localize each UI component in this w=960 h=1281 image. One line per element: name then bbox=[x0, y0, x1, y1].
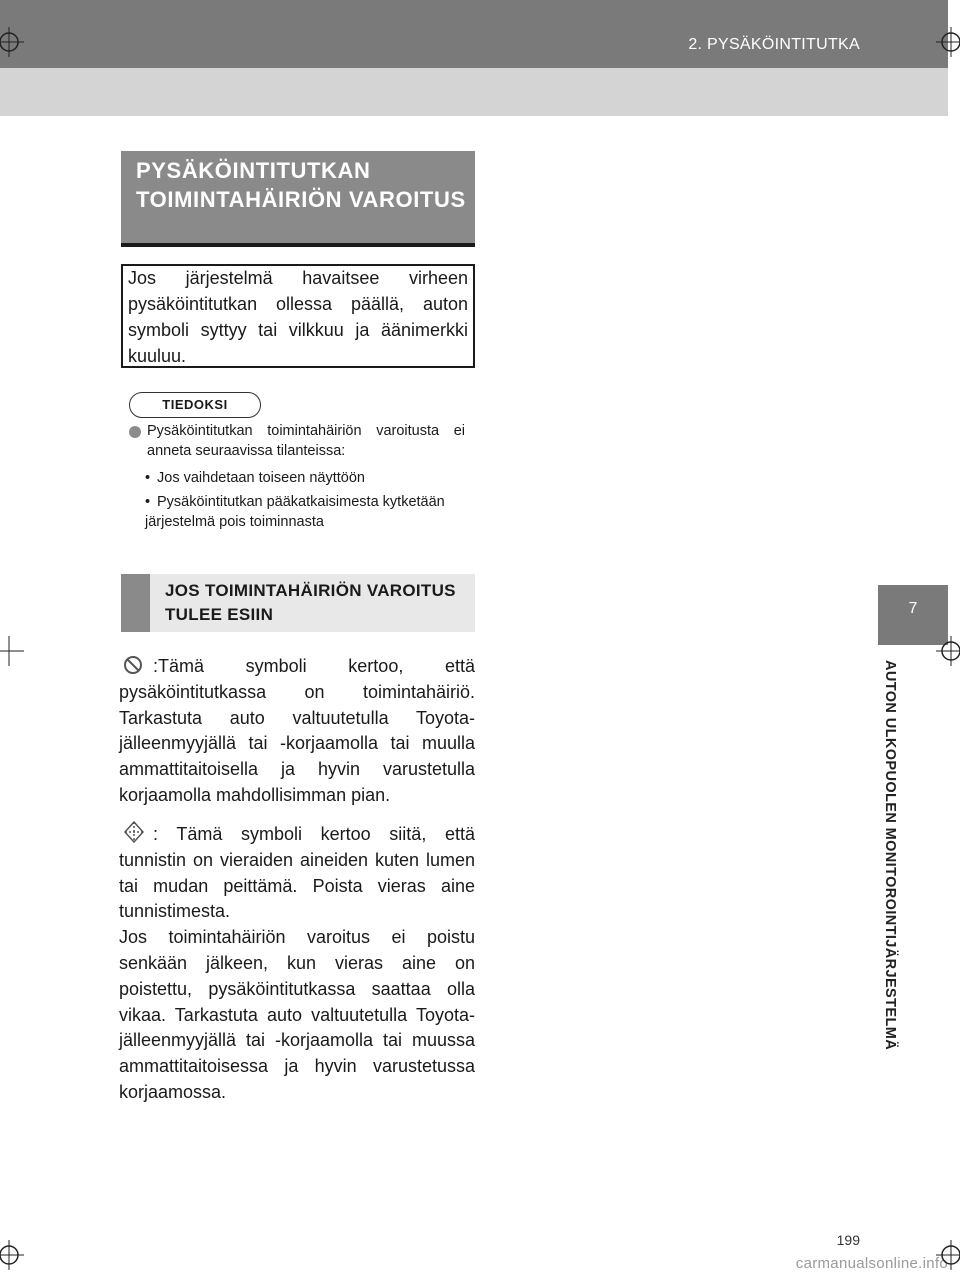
note-list-item-text: Jos vaihdetaan toiseen näyttöön bbox=[157, 470, 365, 486]
crop-mark-icon bbox=[0, 27, 24, 57]
footer-watermark: carmanualsonline.info bbox=[795, 1255, 948, 1272]
sensor-symbol-icon bbox=[119, 820, 149, 844]
note-text: Pysäköintitutkan toimintahäiriön varoitu… bbox=[147, 423, 465, 459]
crop-mark-icon bbox=[0, 1240, 24, 1270]
chapter-label: AUTON ULKOPUOLEN MONITOROINTIJÄRJESTELMÄ bbox=[882, 660, 898, 1051]
subsection-title-bar bbox=[121, 574, 150, 632]
chapter-number: 7 bbox=[908, 600, 918, 617]
chapter-tab bbox=[878, 585, 948, 645]
crop-mark-icon bbox=[936, 27, 960, 57]
section-title-box bbox=[121, 151, 475, 243]
crop-mark-icon bbox=[936, 636, 960, 666]
paragraph-text: : Tämä symboli kertoo siitä, että tunnis… bbox=[119, 824, 475, 922]
summary-box bbox=[121, 264, 475, 368]
list-dot-icon: • bbox=[145, 494, 151, 510]
section-header: 2. PYSÄKÖINTITUTKA bbox=[688, 36, 860, 53]
prohibited-symbol-icon bbox=[119, 655, 149, 675]
note-list-item: • Jos vaihdetaan toiseen näyttöön bbox=[145, 468, 465, 488]
note-list-item-text: Pysäköintitutkan pääkatkaisimesta kytket… bbox=[145, 494, 445, 530]
paragraph-text: Jos toimintahäiriön varoitus ei poistu s… bbox=[119, 927, 475, 1102]
list-dot-icon: • bbox=[145, 470, 151, 486]
subsection-title: JOS TOIMINTAHÄIRIÖN VAROITUS TULEE ESIIN bbox=[165, 581, 456, 624]
note-list-item: •Pysäköintitutkan pääkatkaisimesta kytke… bbox=[145, 492, 465, 532]
header-subbar bbox=[0, 68, 948, 116]
bullet-icon bbox=[129, 426, 141, 438]
subsection-title-box bbox=[121, 574, 475, 632]
summary-text: Jos järjestelmä havaitsee virheen pysäkö… bbox=[128, 268, 468, 366]
paragraph: : Tämä symboli kertoo siitä, että tunnis… bbox=[119, 820, 475, 1106]
section-title-rule bbox=[121, 243, 475, 247]
paragraph: :Tämä symboli kertoo, että pysäköintitut… bbox=[119, 654, 475, 809]
chapter-label-container: AUTON ULKOPUOLEN MONITOROINTIJÄRJESTELMÄ bbox=[868, 660, 908, 1100]
paragraph-text: :Tämä symboli kertoo, että pysäköintitut… bbox=[119, 656, 475, 805]
header-bar bbox=[0, 0, 948, 68]
page-number: 199 bbox=[836, 1232, 860, 1248]
section-title: PYSÄKÖINTITUTKAN TOIMINTAHÄIRIÖN VAROITU… bbox=[136, 158, 466, 212]
crop-mark-icon bbox=[0, 636, 24, 666]
note-tag: TIEDOKSI bbox=[129, 392, 261, 418]
crop-mark-icon bbox=[936, 1240, 960, 1270]
